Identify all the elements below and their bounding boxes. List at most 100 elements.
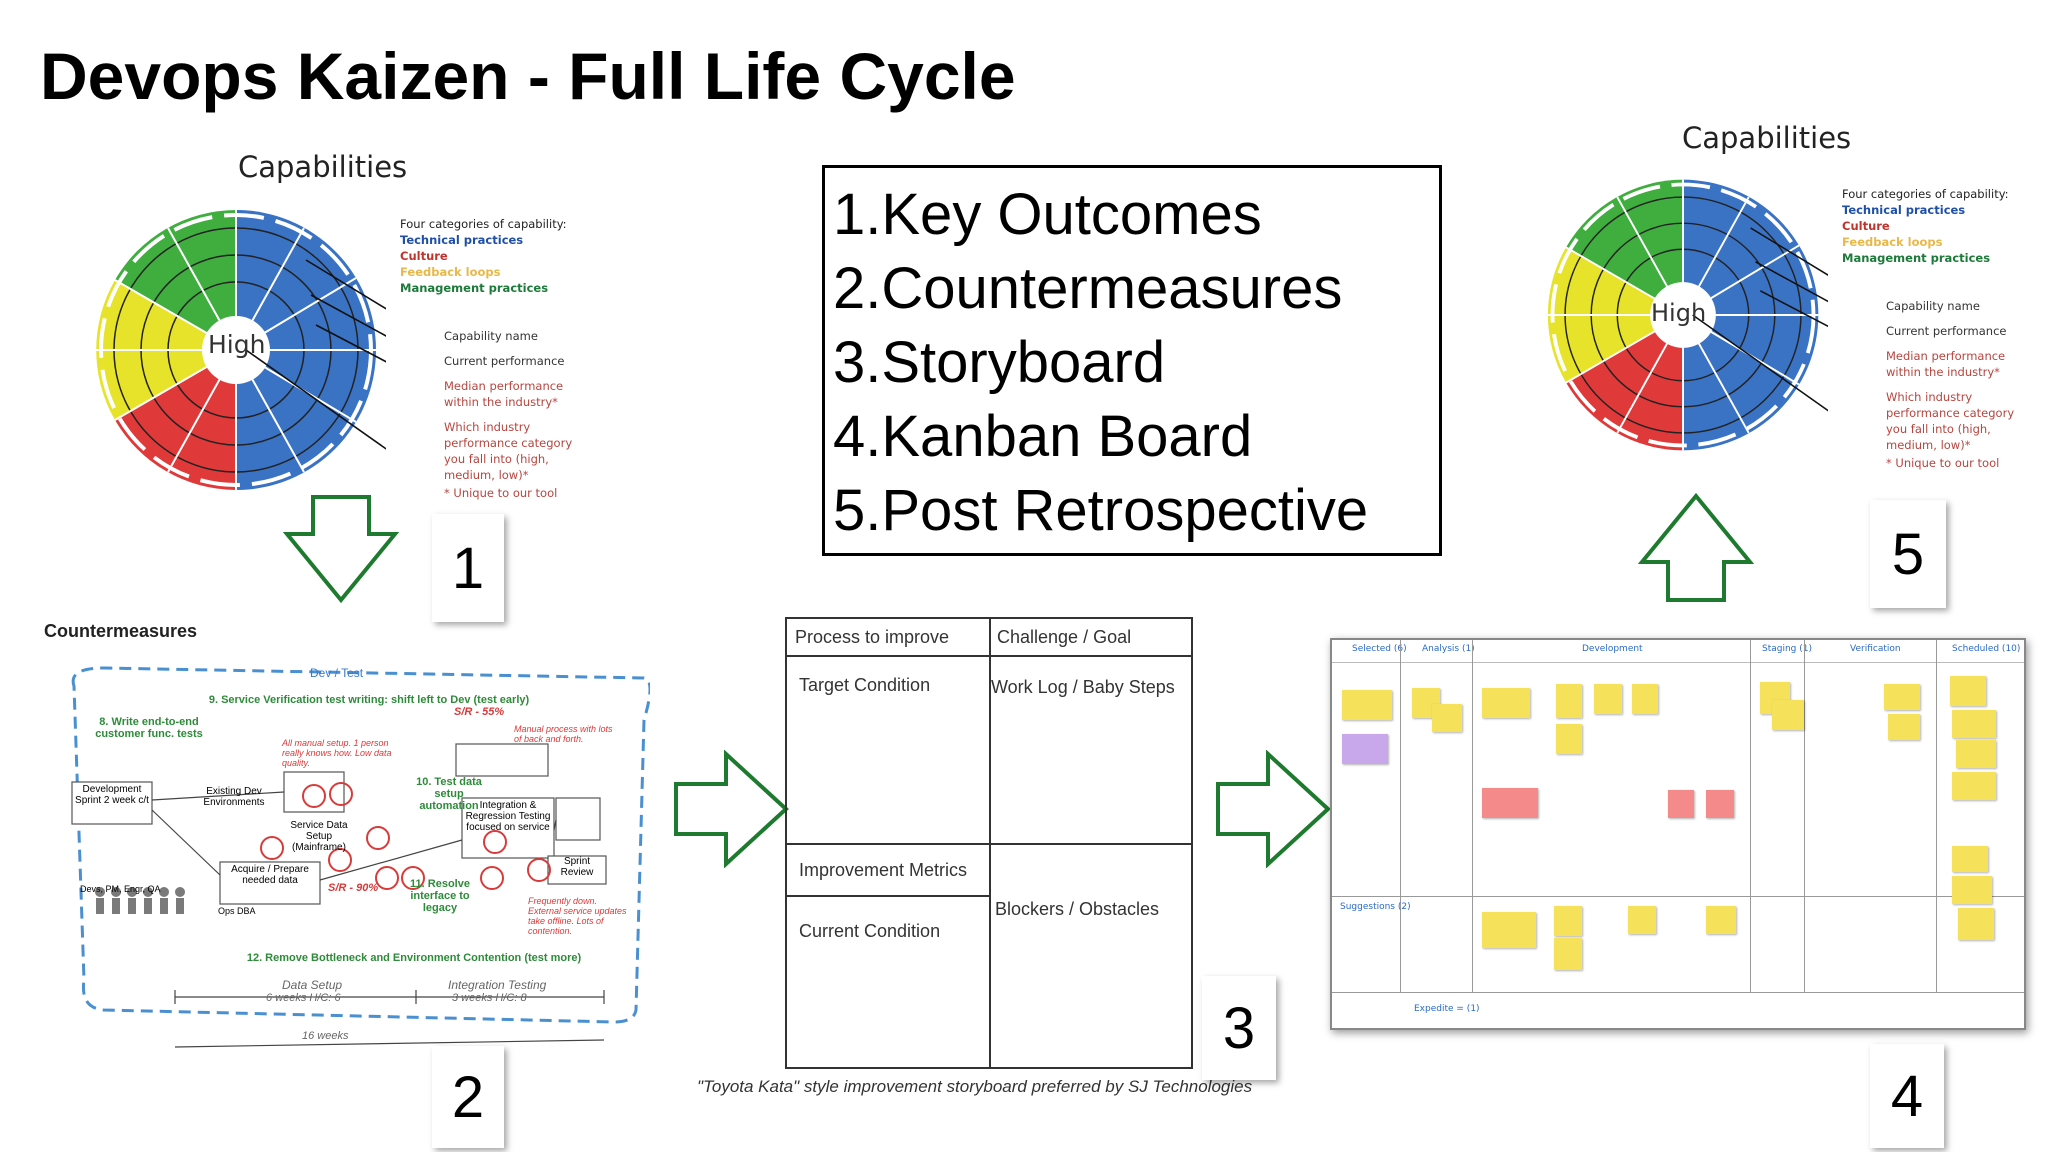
kb-sticky <box>1632 684 1658 714</box>
countermeasures-diagram: Dev / Test 9. Service Verification test … <box>44 660 650 1050</box>
legend-culture-right: Culture <box>1842 219 1890 233</box>
capabilities-title-right: Capabilities <box>1682 121 1852 155</box>
capability-wheel-left <box>96 210 386 490</box>
cm-data-setup: Data Setup <box>282 978 343 992</box>
kb-lane-expedite: Expedite = (1) <box>1414 1004 1480 1014</box>
step-badge-3: 3 <box>1202 976 1276 1080</box>
legend-management-right: Management practices <box>1842 251 1991 265</box>
kanban-board: Selected (6) Analysis (1) Development St… <box>1330 638 2026 1030</box>
cm-acquire-data: Acquire / Prepare needed data <box>231 864 309 886</box>
kb-sticky <box>1772 700 1804 730</box>
cm-ops-dba: Ops DBA <box>218 906 256 916</box>
capability-legend-left: Four categories of capability: Technical… <box>400 216 567 296</box>
kb-col-development: Development <box>1582 644 1643 654</box>
sb-improvement-metrics: Improvement Metrics <box>799 860 968 880</box>
annot-current-performance: Current performance <box>444 354 565 368</box>
legend-feedback-right: Feedback loops <box>1842 235 1943 249</box>
annot-median-performance-right: Median performance within the industry* <box>1886 349 2006 379</box>
capability-wheel-right <box>1547 179 1828 451</box>
cm-16-weeks: 16 weeks <box>302 1030 349 1042</box>
cm-service-data-setup: Service Data Setup (Mainframe) <box>290 820 348 853</box>
kb-sticky <box>1556 684 1582 718</box>
kb-sticky-pink <box>1706 790 1734 818</box>
kb-sticky <box>1952 772 1996 800</box>
step-badge-4: 4 <box>1870 1044 1944 1148</box>
countermeasures-frame <box>71 666 650 1048</box>
kb-sticky <box>1482 912 1536 948</box>
annot-current-performance-right: Current performance <box>1886 324 2007 338</box>
cm-manual-setup: All manual setup. 1 person really knows … <box>282 738 392 768</box>
legend-heading-right: Four categories of capability: <box>1842 187 2009 201</box>
cm-item-11: 11. Resolve interface to legacy <box>410 878 470 914</box>
legend-culture: Culture <box>400 249 448 263</box>
storyboard-caption: "Toyota Kata" style improvement storyboa… <box>697 1077 1253 1096</box>
cm-frequently-down: Frequently down. External service update… <box>528 896 627 936</box>
wheel-center-label-right: High <box>1651 299 1707 327</box>
kb-sticky <box>1706 906 1736 934</box>
cm-devtest-label: Dev / Test <box>310 666 364 680</box>
step-key-outcomes: 1.Key Outcomes <box>833 182 1262 247</box>
countermeasures-heading: Countermeasures <box>44 621 198 641</box>
wheel-annotations-right: Capability name Current performance Medi… <box>1886 298 2026 471</box>
kb-sticky <box>1952 876 1992 904</box>
step-badge-2: 2 <box>432 1046 504 1148</box>
step-kanban-board: 4.Kanban Board <box>833 404 1253 469</box>
kb-lane-suggestions: Suggestions (2) <box>1340 902 1411 912</box>
kb-sticky <box>1952 846 1988 872</box>
kb-sticky <box>1628 906 1656 934</box>
kb-sticky <box>1342 690 1392 720</box>
step-badge-5: 5 <box>1870 500 1946 608</box>
sb-process-to-improve: Process to improve <box>795 627 950 647</box>
kb-sticky <box>1958 908 1994 940</box>
annot-capability-name: Capability name <box>444 329 538 343</box>
cm-integration-weeks: 3 weeks H/C: 8 <box>452 992 527 1004</box>
kb-sticky <box>1952 710 1996 738</box>
page-title: Devops Kaizen - Full Life Cycle <box>40 39 1016 113</box>
annot-capability-name-right: Capability name <box>1886 299 1980 313</box>
cm-item-12: 12. Remove Bottleneck and Environment Co… <box>246 952 582 964</box>
sb-current-condition: Current Condition <box>799 921 941 941</box>
sb-challenge-goal: Challenge / Goal <box>997 627 1132 647</box>
kb-col-scheduled: Scheduled (10) <box>1952 644 2021 654</box>
step-countermeasures: 2.Countermeasures <box>833 256 1343 321</box>
kb-col-selected: Selected (6) <box>1352 644 1407 654</box>
annot-unique-right: * Unique to our tool <box>1886 456 2000 470</box>
arrow-right-icon-2 <box>1216 750 1331 868</box>
kb-sticky <box>1556 724 1582 754</box>
kb-sticky-pink <box>1482 788 1538 818</box>
wheel-center-label-left: High <box>208 330 266 359</box>
cm-item-9: 9. Service Verification test writing: sh… <box>208 694 530 706</box>
storyboard: Process to improve Challenge / Goal Targ… <box>785 617 1193 1069</box>
step-post-retrospective: 5.Post Retrospective <box>833 478 1369 543</box>
cm-existing-dev: Existing Dev Environments <box>203 786 265 808</box>
kb-col-verification: Verification <box>1850 644 1901 654</box>
kb-sticky <box>1956 740 1996 768</box>
legend-feedback: Feedback loops <box>400 265 501 279</box>
step-badge-1: 1 <box>432 514 504 622</box>
step-storyboard: 3.Storyboard <box>833 330 1166 395</box>
legend-heading: Four categories of capability: <box>400 217 567 231</box>
sb-work-log: Work Log / Baby Steps <box>991 677 1175 697</box>
cm-item-8: 8. Write end-to-end customer func. tests <box>95 716 203 740</box>
arrow-up-icon <box>1638 492 1754 602</box>
kb-col-staging: Staging (1) <box>1762 644 1812 654</box>
legend-technical: Technical practices <box>400 233 524 247</box>
cm-integration-label: Integration Testing <box>448 978 547 992</box>
arrow-down-icon <box>283 495 399 604</box>
cm-data-setup-weeks: 6 weeks H/C: 6 <box>266 992 341 1004</box>
kb-sticky <box>1950 676 1986 706</box>
annot-unique: * Unique to our tool <box>444 486 558 500</box>
kb-sticky <box>1594 684 1622 714</box>
wheel-annotations-left: Capability name Current performance Medi… <box>444 328 584 501</box>
cm-sr-90: S/R - 90% <box>328 882 379 894</box>
sb-blockers: Blockers / Obstacles <box>995 899 1160 919</box>
capability-legend-right: Four categories of capability: Technical… <box>1842 186 2009 266</box>
cm-sr-55: S/R - 55% <box>454 706 505 718</box>
kb-sticky <box>1884 684 1920 710</box>
cm-item-10: 10. Test data setup automation <box>416 776 482 812</box>
kb-sticky <box>1554 938 1582 970</box>
capabilities-title-left: Capabilities <box>238 150 408 184</box>
legend-management: Management practices <box>400 281 549 295</box>
kb-sticky <box>1482 688 1530 718</box>
kb-col-analysis: Analysis (1) <box>1422 644 1475 654</box>
